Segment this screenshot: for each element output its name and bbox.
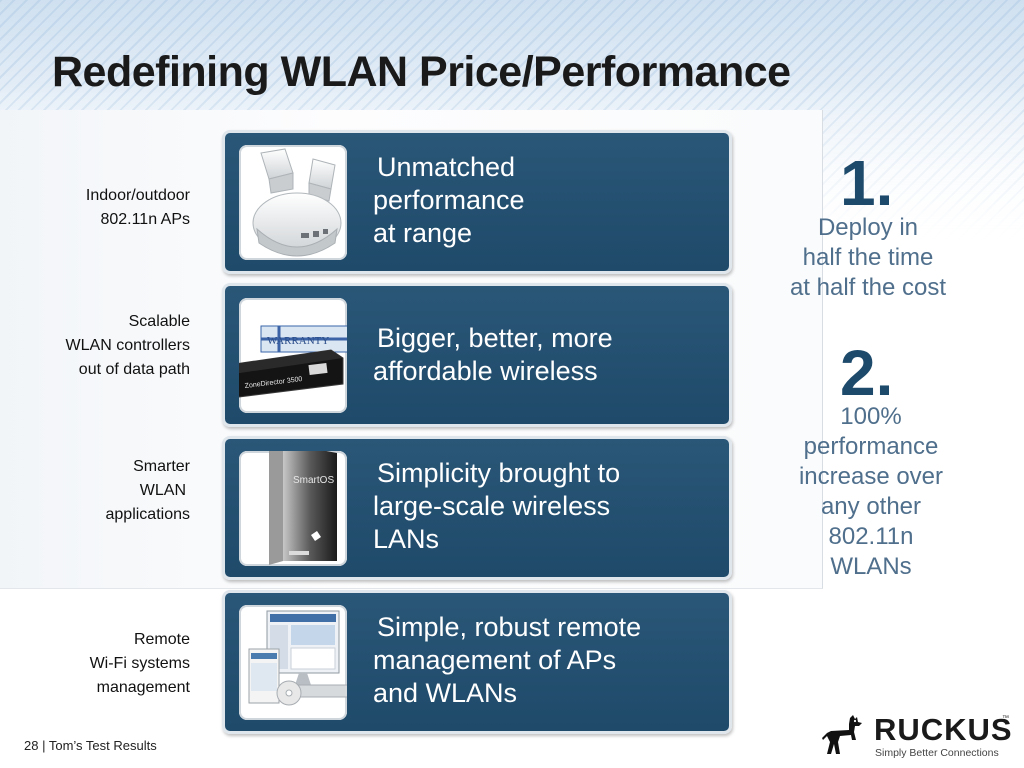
row-3-caption-line: applications xyxy=(105,506,191,523)
row-2-text-line: Bigger, better, more xyxy=(377,323,613,353)
row-2-caption-line: WLAN controllers xyxy=(65,337,190,354)
claim-2-line: performance xyxy=(803,433,939,460)
claim-2-number: 2. xyxy=(840,337,894,409)
row-1-caption: Indoor/outdoor 802.11n APs xyxy=(86,184,190,232)
row-4-caption-line: management xyxy=(96,679,190,696)
logo-wordmark: RUCKUS xyxy=(874,712,1013,747)
feature-row-3: SmartOS Simplicity brought to large-scal… xyxy=(222,436,732,580)
access-points-icon xyxy=(239,145,347,260)
row-1-caption-line: 802.11n APs xyxy=(100,211,190,228)
row-1-text-line: performance xyxy=(373,185,525,215)
row-3-text: Simplicity brought to large-scale wirele… xyxy=(373,457,713,556)
row-2-caption-line: out of data path xyxy=(78,361,190,378)
claim-1-line: at half the cost xyxy=(789,274,947,301)
row-4-text-line: management of APs xyxy=(373,645,617,675)
claim-1-line: half the time xyxy=(802,244,934,271)
warranty-label: WARRANTY xyxy=(267,335,329,347)
claim-1-number: 1. xyxy=(840,147,894,219)
zonedirector-controller-icon: WARRANTY ZoneDirector 3500 xyxy=(220,298,362,413)
claim-2-line: any other xyxy=(820,493,922,520)
claim-2-text: 100% performance increase over any other… xyxy=(771,402,971,582)
footer-separator: | xyxy=(38,738,49,753)
row-1-caption-line: Indoor/outdoor xyxy=(85,187,190,204)
claim-1-line: Deploy in xyxy=(817,214,919,241)
row-3-text-line: large-scale wireless xyxy=(373,491,611,521)
logo-trademark: ™ xyxy=(1002,715,1009,722)
row-4-caption: Remote Wi-Fi systems management xyxy=(90,628,190,700)
footer-source: Tom’s Test Results xyxy=(48,738,157,753)
row-3-caption-line: WLAN xyxy=(139,482,186,499)
row-2-text-line: affordable wireless xyxy=(373,356,598,386)
row-2-text: Bigger, better, more affordable wireless xyxy=(373,322,713,388)
feature-row-1: Unmatched performance at range xyxy=(222,130,732,274)
feature-row-2: WARRANTY ZoneDirector 3500 Bigger, bette… xyxy=(220,283,732,427)
row-3-text-line: Simplicity brought to xyxy=(377,458,621,488)
ruckus-dog-icon xyxy=(822,715,862,754)
row-4-text-line: and WLANs xyxy=(373,678,518,708)
claim-2-line: 802.11n xyxy=(828,523,914,550)
row-4-caption-line: Wi-Fi systems xyxy=(89,655,190,672)
slide-title: Redefining WLAN Price/Performance xyxy=(52,48,791,96)
row-4-text-line: Simple, robust remote xyxy=(377,612,642,642)
feature-row-4: Simple, robust remote management of APs … xyxy=(222,590,732,734)
row-3-caption-line: Smarter xyxy=(133,458,190,475)
row-1-text: Unmatched performance at range xyxy=(373,151,713,250)
row-1-text-line: at range xyxy=(373,218,473,248)
claim-2-line: 100% xyxy=(840,403,902,430)
row-2-caption: Scalable WLAN controllers out of data pa… xyxy=(66,310,190,382)
page-number: 28 xyxy=(24,738,39,753)
smartos-software-box-icon: SmartOS xyxy=(239,443,347,566)
row-3-text-line: LANs xyxy=(373,524,440,554)
row-4-text: Simple, robust remote management of APs … xyxy=(373,611,713,710)
claim-1-text: Deploy in half the time at half the cost xyxy=(768,213,968,303)
row-4-caption-line: Remote xyxy=(133,631,190,648)
logo-tagline: Simply Better Connections xyxy=(875,747,999,759)
row-3-caption: Smarter WLAN applications xyxy=(106,455,191,527)
claim-2-line: increase over xyxy=(798,463,944,490)
row-1-text-line: Unmatched xyxy=(377,152,516,182)
row-2-caption-line: Scalable xyxy=(128,313,190,330)
footer: 28 | Tom’s Test Results xyxy=(24,738,157,753)
flexmaster-software-icon xyxy=(239,605,360,720)
ruckus-logo: RUCKUS ™ Simply Better Connections xyxy=(822,712,1012,760)
claim-2-line: WLANs xyxy=(830,553,912,580)
box-label: SmartOS xyxy=(293,475,334,486)
